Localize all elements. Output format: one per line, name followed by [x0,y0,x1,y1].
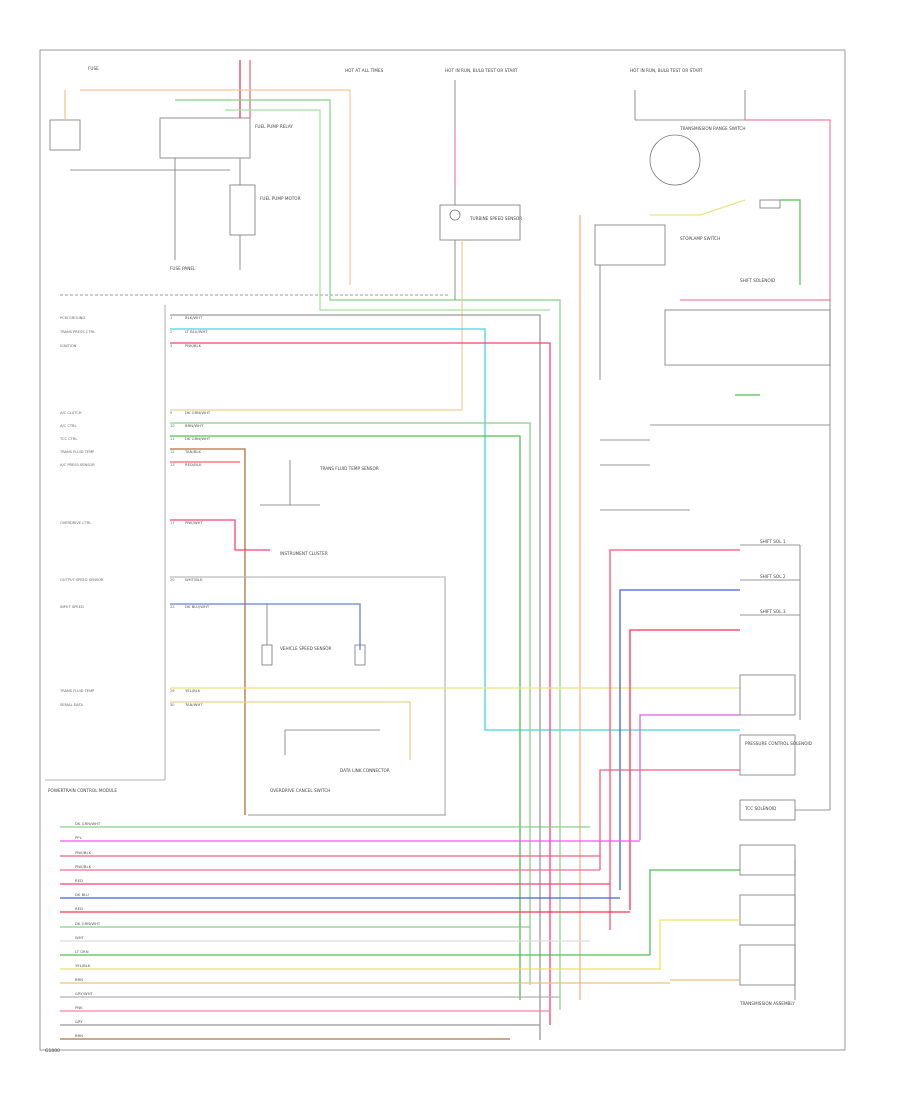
shift-sol-1-label: SHIFT SOL 1 [760,539,786,544]
turbine-sensor-label: TURBINE SPEED SENSOR [469,216,522,221]
svg-text:BRN/WHT: BRN/WHT [185,423,204,428]
svg-text:PCM GROUND: PCM GROUND [60,316,85,320]
svg-text:PNK/BLK: PNK/BLK [75,850,92,855]
svg-text:DK BLU/WHT: DK BLU/WHT [185,604,210,609]
tcc-sol-label: TCC SOLENOID [744,806,776,811]
svg-text:YEL/BLK: YEL/BLK [75,963,91,968]
svg-text:OUTPUT SPEED SENSOR: OUTPUT SPEED SENSOR [60,578,104,582]
diagram-footer-id: G1000 [45,1048,60,1054]
pcm-wires [170,314,740,1040]
svg-text:WHT: WHT [75,935,85,940]
svg-text:TAN/BLK: TAN/BLK [184,449,201,454]
hot-at-all-times-label: HOT AT ALL TIMES [345,68,384,73]
top-power-wires [64,60,561,1010]
pump-relay-label: FUEL PUMP RELAY [255,124,293,129]
svg-text:DK BLU: DK BLU [75,892,89,897]
turbine-return-wire [255,240,463,411]
hot-in-run-label-2: HOT IN RUN, BULB TEST OR START [630,68,703,73]
svg-text:GRY: GRY [75,1019,83,1024]
svg-text:RED/BLK: RED/BLK [185,462,202,467]
svg-text:BRN: BRN [75,977,83,982]
shift-sol-3-label: SHIFT SOL 3 [760,609,786,614]
svg-text:10: 10 [170,424,175,428]
shift-sol-2-label: SHIFT SOL 2 [760,574,786,579]
svg-text:PPL: PPL [75,835,83,840]
svg-text:1: 1 [170,316,172,320]
data-link-label: DATA LINK CONNECTOR [340,768,390,773]
svg-text:22: 22 [170,605,175,609]
svg-text:2: 2 [170,330,172,334]
svg-text:IGNITION: IGNITION [60,344,77,348]
svg-text:DK GRN/WHT: DK GRN/WHT [75,921,101,926]
svg-text:A/C PRESS SENSOR: A/C PRESS SENSOR [60,463,95,467]
svg-text:WHT/BLK: WHT/BLK [185,577,203,582]
svg-text:9: 9 [170,411,173,415]
svg-text:RED: RED [75,878,83,883]
bottom-wire-labels: DK GRN/WHT PPL PNK/BLK PNK/BLK RED DK BL… [75,821,101,1038]
svg-text:PNK: PNK [75,1005,83,1010]
svg-text:YEL/BLK: YEL/BLK [185,688,201,693]
hot-in-run-label-1: HOT IN RUN, BULB TEST OR START [445,68,518,73]
svg-text:30: 30 [170,703,175,707]
shift-solenoid-label: SHIFT SOLENOID [740,278,775,283]
svg-text:20: 20 [170,578,175,582]
overdrive-label: OVERDRIVE CANCEL SWITCH [270,788,330,793]
svg-text:DK GRN/WHT: DK GRN/WHT [75,821,101,826]
svg-text:17: 17 [170,521,175,525]
svg-text:TRANS FLUID TEMP: TRANS FLUID TEMP [59,450,95,454]
svg-text:PNK/BLK: PNK/BLK [185,343,202,348]
trans-temp-label: TRANS FLUID TEMP SENSOR [319,466,379,471]
svg-text:BRN: BRN [75,1033,83,1038]
range-switch-label: TRANSMISSION RANGE SWITCH [679,126,746,131]
right-wires [579,119,831,1000]
pcm-connector [45,305,166,781]
pressure-sol-label: PRESSURE CONTROL SOLENOID [745,741,812,746]
center-sensors [248,460,446,816]
brake-switch-label: STOPLAMP SWITCH [680,236,720,241]
svg-text:A/C CLUTCH: A/C CLUTCH [60,411,82,415]
turbine-sensor-block [439,80,521,300]
svg-text:A/C CTRL: A/C CTRL [60,424,77,428]
svg-text:BLK/WHT: BLK/WHT [185,315,203,320]
pump-motor-label: FUEL PUMP MOTOR [260,196,301,201]
svg-text:TAN/WHT: TAN/WHT [184,702,203,707]
svg-text:LT BLU/WHT: LT BLU/WHT [185,329,208,334]
svg-text:TRANS FLUID TEMP: TRANS FLUID TEMP [59,689,95,693]
svg-text:3: 3 [170,344,172,348]
fuel-pump-section [49,117,450,296]
pcm-label: POWERTRAIN CONTROL MODULE [48,788,117,793]
solenoid-wires [599,549,740,981]
bottom-harness [60,826,670,1040]
svg-text:11: 11 [170,437,175,441]
svg-text:12: 12 [170,450,175,454]
svg-text:PNK/WHT: PNK/WHT [185,520,204,525]
fuse-panel-label: FUSE PANEL [170,266,196,271]
vss-label: VEHICLE SPEED SENSOR [280,646,332,651]
svg-text:INPUT SPEED: INPUT SPEED [60,605,84,609]
svg-text:PNK/BLK: PNK/BLK [75,864,92,869]
svg-text:TCC CTRL: TCC CTRL [59,437,77,441]
svg-text:SERIAL DATA: SERIAL DATA [60,703,84,707]
pcm-pin-rows: PCM GROUND 1 BLK/WHT TRANS PRESS CTRL 2 … [59,315,211,707]
svg-text:RED: RED [75,906,83,911]
right-components [594,90,831,511]
svg-text:13: 13 [170,463,175,467]
svg-text:LT GRN: LT GRN [75,949,89,954]
svg-text:29: 29 [170,689,175,693]
transmission-label: TRANSMISSION ASSEMBLY [739,1001,795,1006]
svg-text:OVERDRIVE CTRL: OVERDRIVE CTRL [60,521,91,525]
fuse-label: FUSE [88,66,99,71]
diagram-frame [39,49,846,1051]
svg-text:GRY/WHT: GRY/WHT [75,991,94,996]
instrument-label: INSTRUMENT CLUSTER [280,551,328,556]
svg-text:TRANS PRESS CTRL: TRANS PRESS CTRL [59,330,95,334]
svg-text:DK GRN/WHT: DK GRN/WHT [185,436,211,441]
solenoid-column [739,300,831,1000]
svg-text:DK GRN/WHT: DK GRN/WHT [185,410,211,415]
